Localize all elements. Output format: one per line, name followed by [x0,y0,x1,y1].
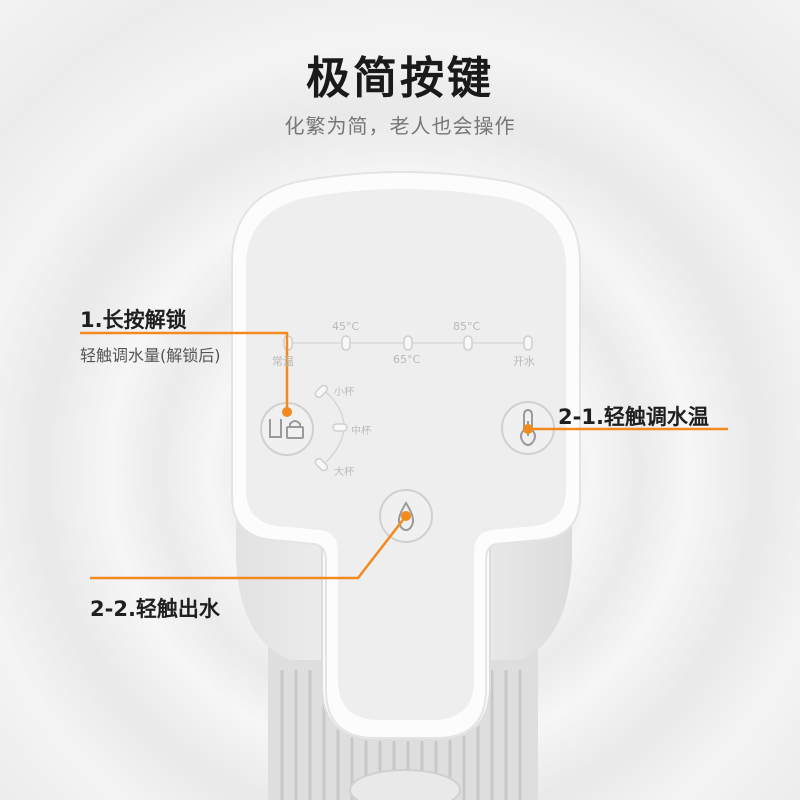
callout-temperature: 2-1.轻触调水温 [558,405,709,429]
temp-label-45: 45°C [332,320,360,333]
temp-label-85: 85°C [453,320,481,333]
water-drop-icon [397,501,415,532]
control-panel-face [246,189,566,720]
temp-indicator-boiling [523,335,533,351]
callout-dot-dispense [401,511,411,521]
temp-label-boiling: 开水 [513,355,535,368]
callout-line-unlock [80,331,289,412]
cup-lock-icon [269,419,304,439]
callout-lines [80,331,728,580]
unlock-button[interactable] [260,402,314,456]
page-title: 极简按键 [306,53,494,104]
temp-indicator-45 [341,335,351,351]
temp-indicator-85 [463,335,473,351]
cup-label-small: 小杯 [334,387,354,398]
callout-dispense: 2-2.轻触出水 [90,597,220,621]
callout-dot-unlock [282,407,292,417]
callout-unlock-title: 1.长按解锁 [80,308,187,332]
cup-label-large: 大杯 [334,467,354,478]
temp-label-65: 65°C [393,353,421,366]
page-subtitle: 化繁为简，老人也会操作 [284,114,516,138]
callout-line-dispense [90,515,407,580]
callout-unlock-desc: 轻触调水量(解锁后) [80,346,221,365]
cup-size-indicator [314,384,348,472]
temp-indicator-65 [403,335,413,351]
callout-dot-temperature [523,424,533,434]
temp-label-ambient: 常温 [272,355,294,368]
cup-label-medium: 中杯 [351,426,371,437]
